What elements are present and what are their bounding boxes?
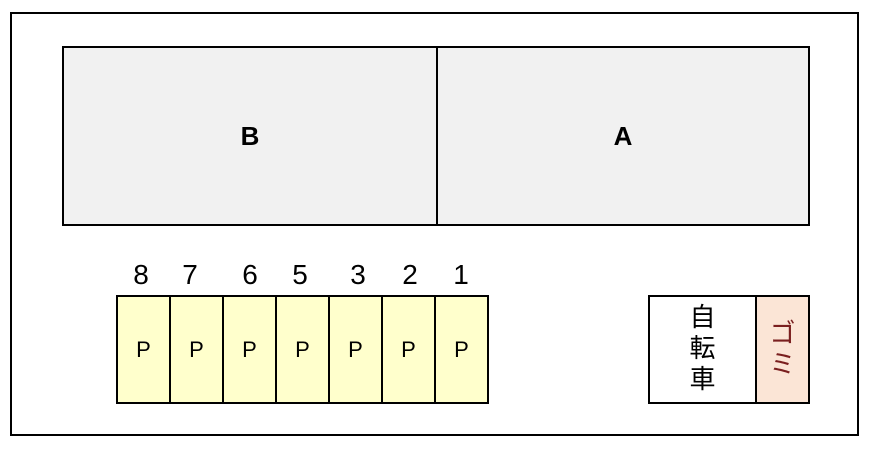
building-a-label: A: [613, 120, 633, 151]
stall-label: P: [242, 336, 257, 362]
parking-number-1: 1: [453, 259, 469, 290]
stall-label: P: [136, 336, 151, 362]
building-a: A: [436, 46, 810, 226]
parking-number-6: 6: [242, 259, 258, 290]
parking-number-3: 3: [350, 259, 366, 290]
bicycle-parking: 自 転 車: [648, 295, 757, 404]
stall-label: P: [295, 336, 310, 362]
trash-area-label: ゴ ミ: [769, 318, 796, 380]
stall-label: P: [348, 336, 363, 362]
parking-stall-3: P: [328, 295, 383, 404]
parking-number-5: 5: [292, 259, 308, 290]
stall-label: P: [454, 336, 469, 362]
bicycle-parking-label: 自 転 車: [689, 303, 716, 395]
parking-number-7: 7: [182, 259, 198, 290]
parking-stall-2: P: [381, 295, 436, 404]
building-b-label: B: [240, 120, 260, 151]
parking-number-2: 2: [402, 259, 418, 290]
parking-stall-8: P: [116, 295, 171, 404]
parking-stall-6: P: [222, 295, 277, 404]
trash-area: ゴ ミ: [755, 295, 810, 404]
stall-label: P: [189, 336, 204, 362]
building-b: B: [62, 46, 438, 226]
parking-stall-7: P: [169, 295, 224, 404]
stall-label: P: [401, 336, 416, 362]
parking-stall-1: P: [434, 295, 489, 404]
parking-stall-5: P: [275, 295, 330, 404]
parking-number-8: 8: [133, 259, 149, 290]
